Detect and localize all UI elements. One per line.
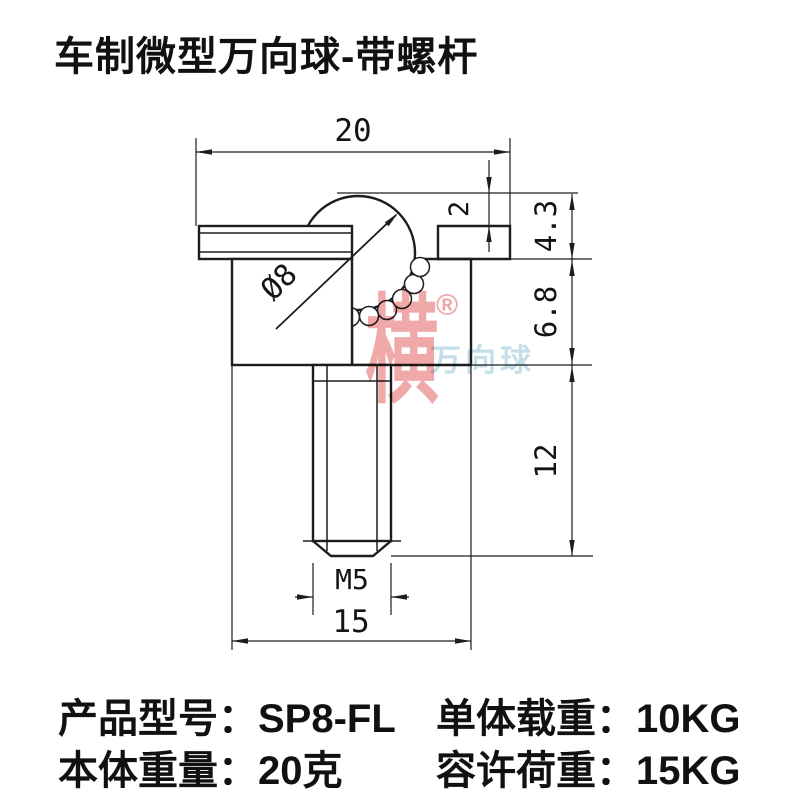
spec-allowable-load: 容许荷重：15KG [436, 738, 741, 796]
spec-unit-load-label: 单体载重： [436, 697, 636, 741]
spec-unit-load-value: 10KG [636, 697, 741, 741]
spec-model: 产品型号：SP8-FL [58, 686, 396, 744]
dim-top-section-label: 4.3 [529, 200, 563, 252]
dim-thread: M5 [295, 563, 409, 600]
spec-body-weight: 本体重量：20克 [58, 738, 343, 796]
spec-model-label: 产品型号： [58, 697, 258, 741]
dim-ball-protrusion-label: 2 [444, 201, 475, 217]
spec-allowable-load-value: 15KG [636, 749, 741, 793]
dim-body-width: 15 [232, 604, 471, 644]
spec-unit-load: 单体载重：10KG [436, 686, 741, 744]
threaded-stud [303, 363, 401, 558]
watermark-brand-text: 万向球 [430, 343, 535, 378]
dim-right-chain: 4.3 6.8 12 [529, 194, 575, 556]
small-balls [339, 256, 431, 328]
watermark-registered-icon: ® [436, 289, 458, 322]
spec-body-weight-label: 本体重量： [58, 749, 258, 793]
dim-body-height-label: 6.8 [529, 286, 563, 338]
dim-stud-length-label: 12 [529, 444, 563, 479]
spec-model-value: SP8-FL [258, 697, 396, 741]
watermark-logo: 横 [365, 285, 438, 417]
watermark: 横 ® 万向球 [365, 285, 535, 417]
dim-top-width-label: 20 [334, 113, 371, 149]
spec-body-weight-value: 20克 [258, 749, 343, 793]
dim-body-width-label: 15 [332, 604, 369, 640]
extension-lines [195, 138, 593, 650]
dim-top-width: 20 [196, 113, 510, 155]
page-title: 车制微型万向球-带螺杆 [54, 35, 479, 79]
dim-ball-protrusion: 2 [444, 160, 492, 252]
spec-allowable-load-label: 容许荷重： [436, 749, 636, 793]
dim-thread-label: M5 [335, 563, 369, 596]
